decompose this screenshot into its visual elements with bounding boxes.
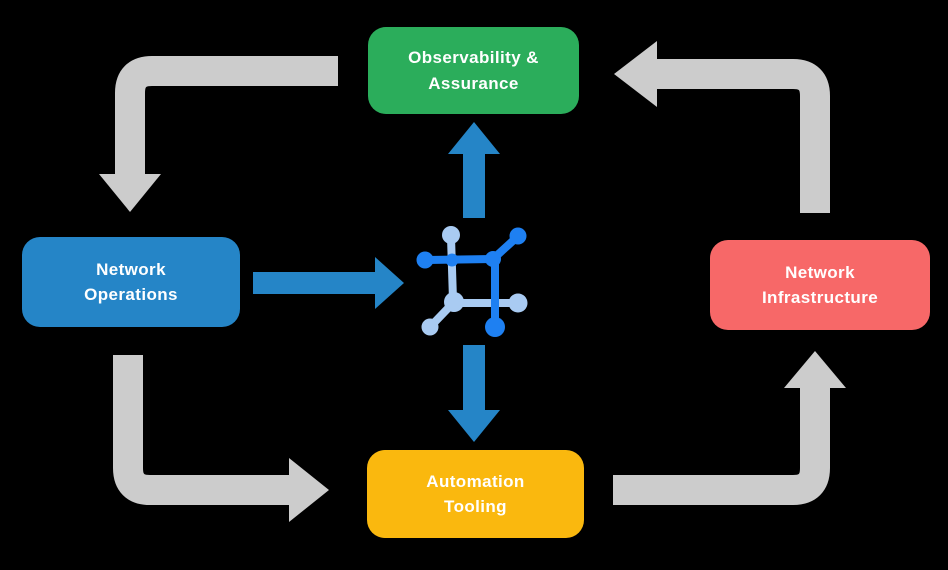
network-icon-dark-branch [416, 227, 527, 337]
icon-node [485, 251, 501, 267]
node-observability-assurance: Observability & Assurance [368, 27, 579, 114]
node-label: Observability & Assurance [408, 48, 539, 93]
arrow-head-left [614, 41, 657, 107]
cycle-arrow-operations-to-automation [113, 355, 329, 522]
arrow-elbow [657, 59, 830, 213]
cycle-arrow-automation-to-infrastructure [613, 351, 846, 505]
arrow-shaft [463, 345, 485, 411]
icon-node [444, 292, 464, 312]
arrow-head-up [784, 351, 846, 388]
network-icon-light-branch [421, 226, 528, 336]
node-automation-tooling: Automation Tooling [367, 450, 584, 538]
icon-node [509, 227, 527, 245]
node-label: Network Infrastructure [761, 262, 879, 308]
arrow-head-down [448, 410, 500, 442]
icon-line [447, 233, 457, 304]
icon-node [421, 318, 439, 336]
node-network-operations: Network Operations [22, 237, 240, 327]
cycle-arrow-observability-to-operations [99, 56, 338, 212]
arrow-head-right [375, 257, 404, 309]
node-label: Network Operations [84, 259, 178, 305]
icon-node [416, 251, 434, 269]
arrow-elbow [115, 56, 338, 175]
arrow-shaft [253, 272, 376, 294]
flow-arrow-operations-to-platform [253, 257, 404, 309]
node-network-infrastructure: Network Infrastructure [710, 240, 930, 330]
arrow-head-right [289, 458, 329, 522]
network-platform-icon [416, 226, 528, 337]
arrow-shaft [463, 152, 485, 218]
arrow-elbow [613, 388, 830, 505]
icon-node [445, 253, 459, 267]
icon-node [442, 226, 460, 244]
node-label: Automation Tooling [426, 471, 525, 517]
icon-node [485, 317, 505, 337]
icon-node [508, 293, 528, 313]
flow-arrow-platform-to-automation [448, 345, 500, 442]
arrow-head-down [99, 174, 161, 212]
cycle-arrow-infrastructure-to-observability [614, 41, 830, 213]
arrow-head-up [448, 122, 500, 154]
flow-arrow-platform-to-observability [448, 122, 500, 218]
arrow-elbow [113, 355, 289, 505]
icon-line [423, 255, 497, 264]
